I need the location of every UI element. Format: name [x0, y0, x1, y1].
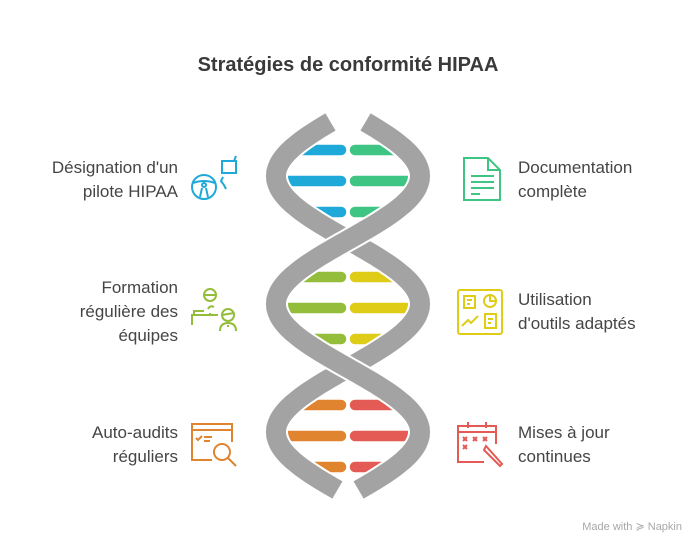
- training-people-icon: [191, 288, 237, 332]
- label-line: réguliers: [112, 447, 178, 466]
- label-pilot: Désignation d'un pilote HIPAA: [52, 156, 178, 204]
- label-documentation: Documentation complète: [518, 156, 632, 204]
- label-line: d'outils adaptés: [518, 314, 636, 333]
- label-line: complète: [518, 182, 587, 201]
- label-line: régulière des: [79, 302, 178, 321]
- label-line: Formation: [101, 278, 178, 297]
- audit-magnifier-icon: [191, 423, 237, 467]
- made-with-text: Made with: [582, 521, 633, 533]
- document-icon: [463, 157, 501, 201]
- helix-strand-1: [265, 113, 431, 499]
- label-line: Désignation d'un: [51, 158, 178, 177]
- calendar-edit-icon: [457, 422, 504, 468]
- label-line: Mises à jour: [518, 423, 610, 442]
- page-title: Stratégies de conformité HIPAA: [197, 54, 499, 76]
- brand-name: Napkin: [647, 521, 682, 533]
- label-line: Documentation: [518, 158, 633, 177]
- label-line: Utilisation: [518, 290, 592, 309]
- label-line: équipes: [118, 326, 178, 345]
- napkin-logo-icon: ≽: [635, 521, 645, 533]
- label-line: Auto-audits: [92, 423, 178, 442]
- label-tools: Utilisation d'outils adaptés: [518, 288, 636, 336]
- label-training: Formation régulière des équipes: [80, 276, 178, 348]
- footer-brand: Made with ≽ Napkin: [582, 520, 682, 533]
- label-line: pilote HIPAA: [82, 182, 178, 201]
- label-line: continues: [518, 447, 591, 466]
- steering-wheel-icon: [191, 155, 237, 200]
- label-updates: Mises à jour continues: [518, 421, 610, 469]
- dashboard-tools-icon: [457, 289, 503, 335]
- helix-strand-2: [265, 113, 431, 499]
- label-audits: Auto-audits réguliers: [92, 421, 178, 469]
